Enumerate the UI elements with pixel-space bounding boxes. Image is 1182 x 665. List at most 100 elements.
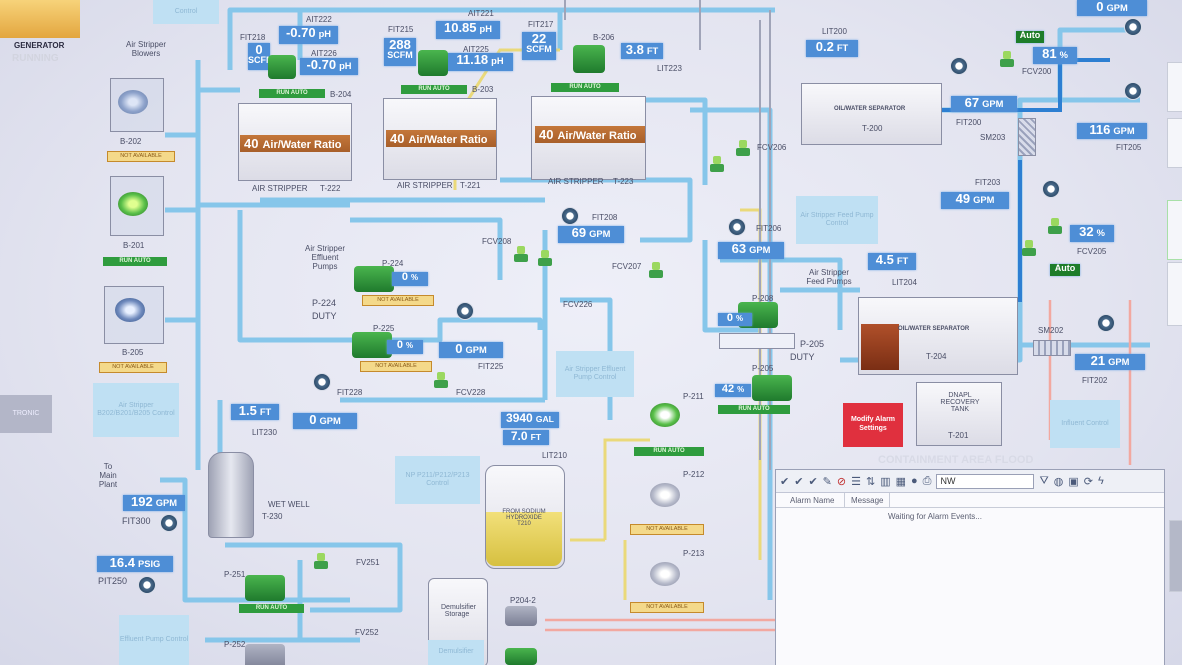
fv251-valve[interactable] [312, 553, 330, 571]
pit250-meter[interactable] [138, 576, 156, 594]
b204-status[interactable]: RUN AUTO [259, 89, 325, 98]
lock-icon[interactable]: ● [911, 475, 918, 487]
view-icon[interactable]: ▣ [1068, 475, 1079, 488]
fit218-tag: FIT218 [240, 33, 266, 42]
fcv207-valve[interactable] [647, 262, 665, 280]
b203-status[interactable]: RUN AUTO [401, 85, 467, 94]
tronic-button[interactable]: TRONIC [0, 395, 52, 433]
b206-status[interactable]: RUN AUTO [551, 83, 619, 92]
fcv208-valve[interactable] [512, 246, 530, 264]
alarm-filter-select[interactable]: NW [936, 473, 1035, 489]
right-edge-panel-2[interactable] [1167, 118, 1182, 168]
p211-control-button[interactable]: NP P211/P212/P213 Control [395, 456, 480, 504]
p205-status[interactable]: RUN AUTO [718, 405, 790, 414]
blower-b205-status[interactable]: NOT AVAILABLE [99, 362, 167, 373]
edit-icon[interactable]: ✎ [822, 475, 832, 488]
p212-status[interactable]: NOT AVAILABLE [630, 524, 704, 535]
wet-well-t230[interactable] [208, 452, 254, 538]
blower-b201[interactable] [118, 192, 148, 216]
right-edge-panel-4[interactable] [1167, 262, 1182, 326]
fcv228-tag: FCV228 [456, 388, 486, 397]
pump-p211[interactable] [650, 403, 680, 427]
blower-control-button[interactable]: Air Stripper B202/B201/B205 Control [93, 383, 179, 437]
fit203-tag: FIT203 [975, 178, 1001, 187]
fit200-meter[interactable] [950, 57, 968, 75]
alarm-name-column[interactable]: Alarm Name [776, 493, 845, 507]
freeze-icon[interactable]: ▥ [880, 475, 891, 488]
p213-status[interactable]: NOT AVAILABLE [630, 602, 704, 613]
p251-status[interactable]: RUN AUTO [239, 604, 304, 613]
filter-icon[interactable]: ☰ [851, 475, 861, 488]
effluent-pump-p224[interactable] [354, 266, 394, 292]
globe-icon[interactable]: ◍ [1053, 475, 1064, 488]
fit300-meter[interactable] [160, 514, 178, 532]
fcv206-valve-b[interactable] [708, 156, 726, 174]
influent-control-button[interactable]: Influent Control [1050, 400, 1120, 448]
right-edge-panel-1[interactable] [1167, 62, 1182, 112]
fit205-tag: FIT205 [1116, 143, 1142, 152]
blower-b206[interactable] [573, 45, 605, 73]
fv252-tag: FV252 [355, 628, 379, 637]
fcv226-tag: FCV226 [563, 300, 593, 309]
refresh-icon[interactable]: ⟳ [1083, 475, 1093, 488]
blower-b202-status[interactable]: NOT AVAILABLE [107, 151, 175, 162]
blower-b205[interactable] [115, 298, 145, 322]
ack-all-icon[interactable]: ✔ [794, 475, 804, 488]
blower-b201-status[interactable]: RUN AUTO [103, 257, 167, 266]
fcv200-mode[interactable]: Auto [1016, 31, 1044, 43]
alarm-message-column[interactable]: Message [845, 493, 891, 507]
p224-status[interactable]: NOT AVAILABLE [362, 295, 434, 306]
pump-p252[interactable] [245, 644, 285, 665]
fcv200-valve[interactable] [998, 51, 1016, 69]
fit202-meter[interactable] [1097, 314, 1115, 332]
dnapl-tank[interactable] [916, 382, 1002, 446]
modify-alarm-settings-button[interactable]: Modify Alarm Settings [843, 403, 903, 447]
fit206-meter[interactable] [728, 218, 746, 236]
pump-p213[interactable] [650, 562, 680, 586]
generator-image[interactable] [0, 0, 80, 38]
sort-icon[interactable]: ⇅ [865, 475, 876, 488]
p225-status[interactable]: NOT AVAILABLE [360, 361, 432, 372]
fit205-meter[interactable] [1124, 82, 1142, 100]
fit208-meter[interactable] [561, 207, 579, 225]
demulsifier-control-button[interactable]: Demulsifier [428, 640, 484, 665]
feed-pump-p205[interactable] [752, 375, 792, 401]
fcv205-valve[interactable] [1046, 218, 1064, 236]
pump-p204-2[interactable] [505, 606, 537, 626]
feed-pump-control-button[interactable]: Air Stripper Feed Pump Control [796, 196, 878, 244]
pump-p212[interactable] [650, 483, 680, 507]
blower-b202[interactable] [118, 90, 148, 114]
fcv228-valve[interactable] [432, 372, 450, 390]
fit203-meter[interactable] [1042, 180, 1060, 198]
effluent-pump-control-button[interactable]: Air Stripper Effluent Pump Control [556, 351, 634, 397]
pump-p251[interactable] [245, 575, 285, 601]
p224-duty-tag: P-224 [312, 298, 337, 308]
top-control-button[interactable]: Control [153, 0, 219, 24]
effluent-pump-p225[interactable] [352, 332, 392, 358]
table-icon[interactable]: ▦ [895, 475, 906, 488]
fcv208-valve-b[interactable] [536, 250, 554, 268]
print-icon[interactable]: ⎙ [922, 474, 932, 487]
disable-icon[interactable]: ⊘ [836, 475, 847, 488]
fit225-meter[interactable] [456, 302, 474, 320]
ack-page-icon[interactable]: ✔ [808, 475, 818, 488]
funnel-icon[interactable]: ⛛ [1039, 474, 1049, 487]
effluent-duty: DUTY [312, 311, 337, 321]
right-edge-panel-5[interactable] [1169, 520, 1182, 592]
separator-t200[interactable] [801, 83, 942, 145]
effluent-pump-ctrl-button[interactable]: Effluent Pump Control [119, 615, 189, 665]
fcv206-valve[interactable] [734, 140, 752, 158]
top-flow-meter[interactable] [1124, 18, 1142, 36]
right-edge-panel-3[interactable] [1167, 200, 1182, 260]
pump-p204-1[interactable] [505, 648, 537, 665]
fcv205-mode[interactable]: Auto [1050, 264, 1080, 276]
fit228-meter[interactable] [313, 373, 331, 391]
p211-status[interactable]: RUN AUTO [634, 447, 704, 456]
lightning-icon[interactable]: ϟ [1097, 475, 1104, 487]
blower-b204[interactable] [268, 55, 296, 79]
blower-b203[interactable] [418, 50, 448, 76]
fcv205-valve-b[interactable] [1020, 240, 1038, 258]
ack-icon[interactable]: ✔ [780, 475, 790, 488]
